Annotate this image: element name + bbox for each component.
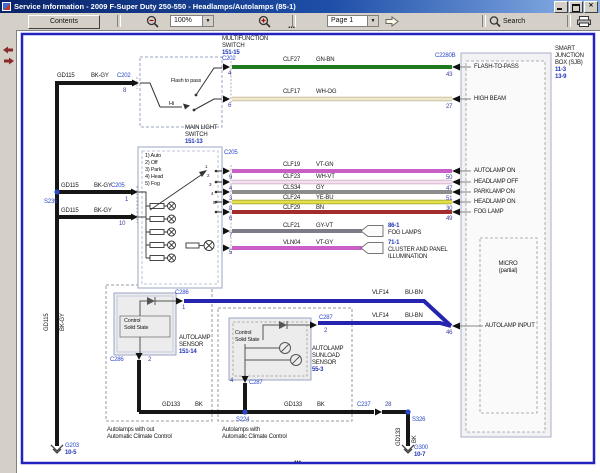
diagram-canvas[interactable] [16,30,600,473]
nav-forward-icon[interactable] [3,57,14,65]
page-select[interactable]: Page 1 ▼ [327,15,379,27]
next-page-icon[interactable] [384,15,400,28]
zoom-in-icon[interactable] [258,15,271,28]
page-select-value: Page 1 [331,17,353,24]
minimize-button[interactable] [554,1,568,13]
zoom-out-icon[interactable] [146,15,159,28]
print-icon[interactable] [576,15,592,28]
contents-button[interactable]: Contents [28,15,100,29]
search-icon [489,15,501,28]
zoom-dropdown-arrow[interactable]: ▼ [202,16,213,26]
toolbar-separator [567,15,571,27]
zoom-level-select[interactable]: 100% ▼ [170,15,214,27]
title-bar[interactable]: Service Information - 2009 F-Super Duty … [0,0,600,13]
nav-back-icon[interactable] [3,46,14,54]
toolbar-separator [482,15,486,27]
toolbar-separator [117,15,121,27]
maximize-button[interactable] [569,1,583,13]
search-button[interactable]: Search [503,18,525,25]
window-title: Service Information - 2009 F-Super Duty … [14,2,296,11]
close-button[interactable]: ✕ [584,1,598,13]
app-icon [2,2,11,11]
toolbar-separator [292,15,296,27]
page-dropdown-arrow[interactable]: ▼ [367,16,378,26]
toolbar: Contents 100% ▼ Page 1 ▼ Search [0,13,600,31]
zoom-level-value: 100% [174,17,192,24]
left-nav-strip [0,30,17,473]
